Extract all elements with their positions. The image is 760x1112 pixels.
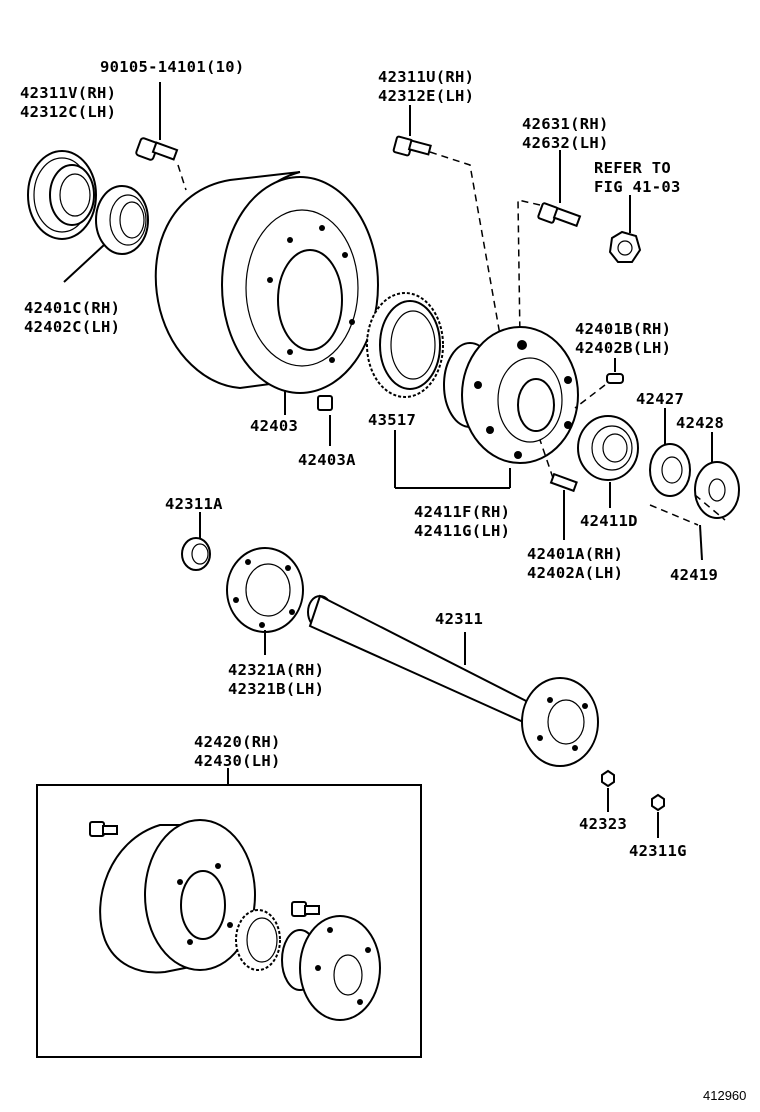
label-bolt-a-rh: 42401A(RH) [527, 545, 623, 563]
label-rotor: 43517 [368, 411, 416, 429]
washer-42311a-part[interactable] [181, 537, 211, 571]
label-pin-lh: 42402B(LH) [575, 339, 671, 357]
assembly-stud-part[interactable] [291, 901, 320, 917]
assembly-rotor-part[interactable] [235, 909, 281, 971]
label-assembly-lh: 42430(LH) [194, 752, 281, 770]
label-nut-42311g: 42311G [629, 842, 687, 860]
label-refer-to: REFER TO [594, 159, 671, 177]
abs-rotor-part[interactable] [366, 292, 444, 398]
nut-42311g-part[interactable] [651, 793, 665, 812]
label-drum: 42403 [250, 417, 298, 435]
label-stud-rh: 42631(RH) [522, 115, 609, 133]
retainer-42427-part[interactable] [649, 443, 691, 497]
label-assembly-rh: 42420(RH) [194, 733, 281, 751]
label-bearing-42411d: 42411D [580, 512, 638, 530]
label-stud-lh: 42632(LH) [522, 134, 609, 152]
label-42427: 42427 [636, 390, 684, 408]
label-screw-42419: 42419 [670, 566, 718, 584]
label-42428: 42428 [676, 414, 724, 432]
leader-line [574, 384, 606, 409]
assembly-drum-part[interactable] [99, 819, 256, 974]
oil-seal-part[interactable] [27, 150, 97, 240]
label-hub-rh: 42411F(RH) [414, 503, 510, 521]
label-shaft: 42311 [435, 610, 483, 628]
hub-bolt-part[interactable] [392, 135, 432, 157]
label-hub-bolt-lh: 42312E(LH) [378, 87, 474, 105]
leader-line [539, 439, 554, 479]
leader-line [63, 244, 105, 283]
hub-nut-part[interactable] [608, 230, 642, 263]
label-bolt-a-lh: 42402A(LH) [527, 564, 623, 582]
inner-bearing-part[interactable] [95, 185, 149, 255]
plate-42428-part[interactable] [694, 461, 740, 519]
leader-line [649, 504, 699, 526]
brake-drum-part[interactable] [154, 171, 379, 394]
screw-42419-part[interactable] [699, 524, 703, 561]
label-washer-42311a: 42311A [165, 495, 223, 513]
gasket-part[interactable] [226, 547, 304, 633]
hub-bearing-part[interactable] [577, 415, 639, 481]
leader-line [517, 199, 541, 341]
label-bolt-90105: 90105-14101(10) [100, 58, 244, 76]
axle-shaft-part[interactable] [307, 594, 599, 767]
label-oil-seal-rh: 42311V(RH) [20, 84, 116, 102]
drum-plug-part[interactable] [317, 395, 333, 411]
label-drum-plug: 42403A [298, 451, 356, 469]
label-refer-fig: FIG 41-03 [594, 178, 681, 196]
bolt-90105-part[interactable] [135, 137, 179, 161]
assembly-hub-part[interactable] [281, 915, 381, 1021]
leader-line [177, 164, 187, 191]
label-pin-rh: 42401B(RH) [575, 320, 671, 338]
leader-line [429, 151, 501, 336]
nut-42323-part[interactable] [601, 769, 615, 788]
label-gasket-rh: 42321A(RH) [228, 661, 324, 679]
label-hub-bolt-rh: 42311U(RH) [378, 68, 474, 86]
assembly-bolt-part[interactable] [89, 821, 118, 837]
axle-hub-part[interactable] [443, 326, 579, 464]
label-inner-bearing-rh: 42401C(RH) [24, 299, 120, 317]
assembly-box [36, 784, 422, 1058]
figure-number: 412960 [703, 1088, 746, 1103]
pin-part[interactable] [606, 373, 624, 384]
leader-line [694, 494, 726, 521]
label-oil-seal-lh: 42312C(LH) [20, 103, 116, 121]
label-gasket-lh: 42321B(LH) [228, 680, 324, 698]
label-hub-lh: 42411G(LH) [414, 522, 510, 540]
hub-stud-bolt-part[interactable] [549, 472, 578, 493]
stud-part[interactable] [537, 202, 582, 228]
label-nut-42323: 42323 [579, 815, 627, 833]
label-inner-bearing-lh: 42402C(LH) [24, 318, 120, 336]
